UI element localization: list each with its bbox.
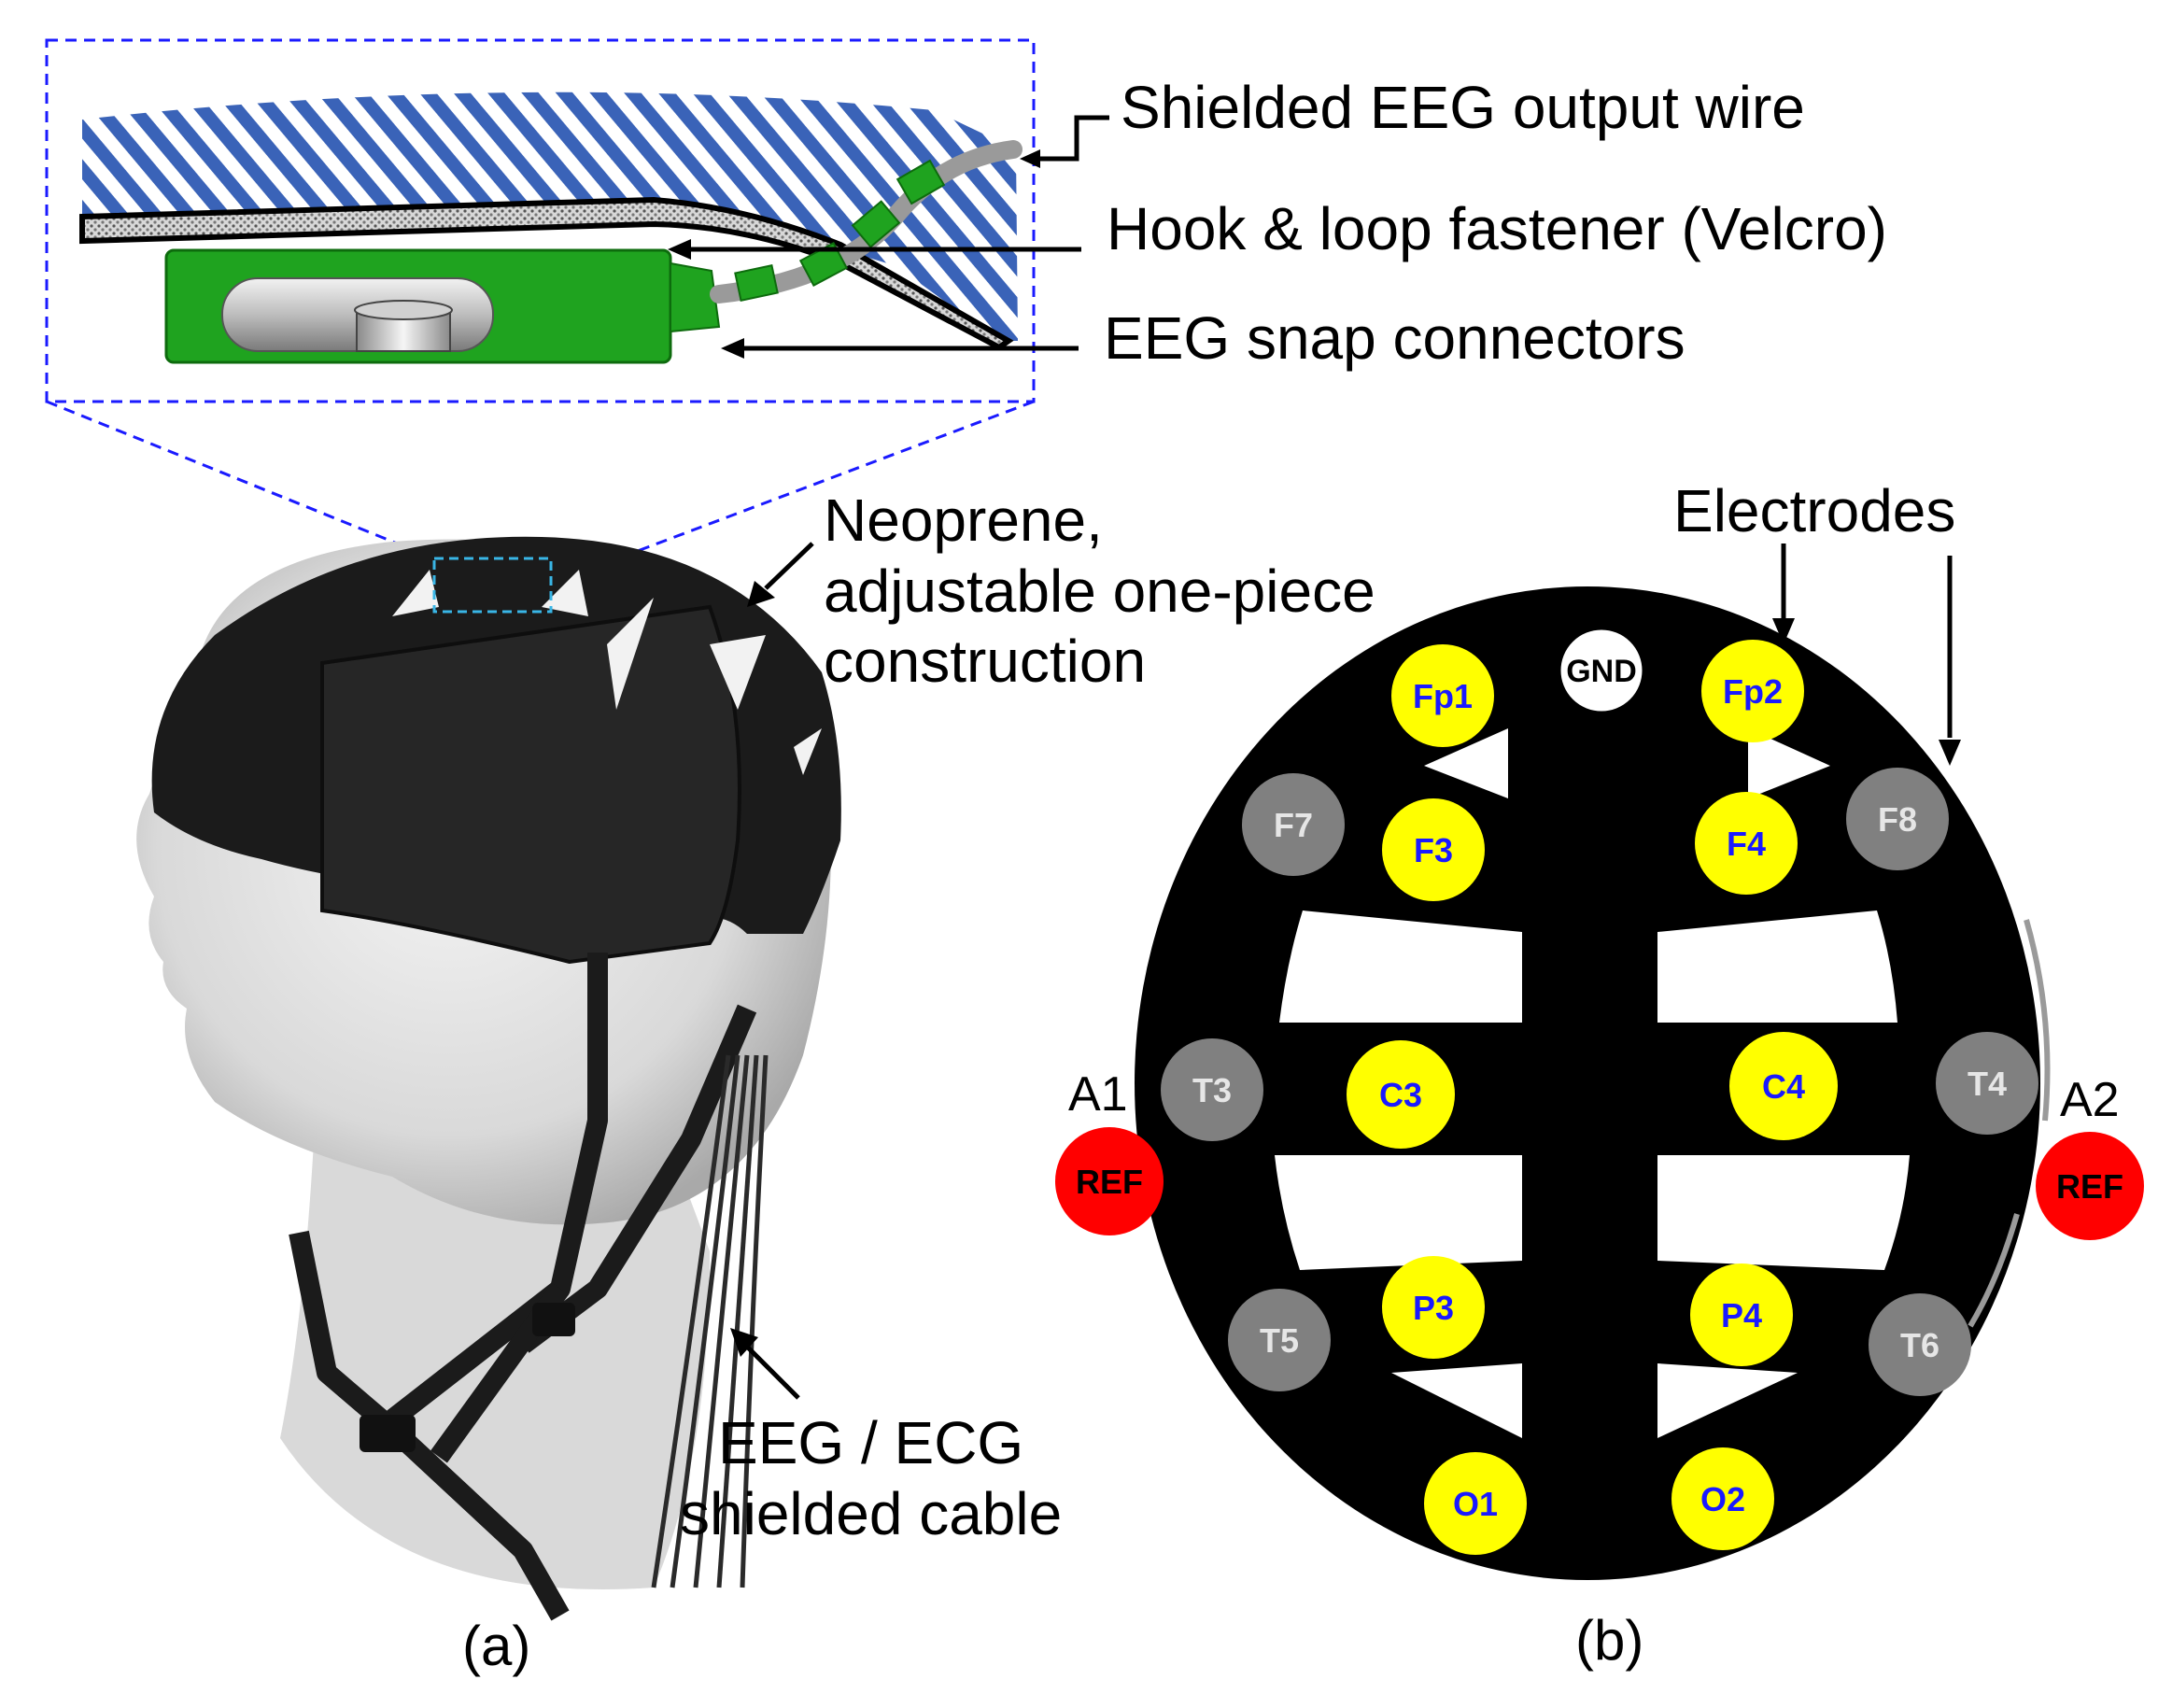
label-a1: A1 — [1068, 1067, 1128, 1122]
inset-arrowheads — [668, 149, 1040, 359]
electrode-ref-left: REF — [1055, 1127, 1164, 1235]
label-cable-description: EEG / ECG shielded cable — [680, 1408, 1062, 1549]
electrode-p4-label: P4 — [1721, 1296, 1762, 1334]
label-cap-description: Neoprene, adjustable one-piece construct… — [824, 486, 1375, 698]
label-snap-connectors: EEG snap connectors — [1104, 304, 1685, 372]
electrode-f8-label: F8 — [1878, 800, 1917, 839]
electrode-fp2: Fp2 — [1701, 640, 1804, 742]
label-velcro: Hook & loop fastener (Velcro) — [1107, 195, 1887, 262]
electrode-ref-left-label: REF — [1076, 1163, 1143, 1201]
label-cable-line-2: shielded cable — [680, 1479, 1063, 1547]
electrode-f7-label: F7 — [1274, 806, 1313, 844]
caption-b: (b) — [1575, 1609, 1644, 1672]
inset-zoom — [45, 38, 1109, 403]
electrode-t5: T5 — [1228, 1289, 1331, 1391]
electrode-f4-label: F4 — [1727, 825, 1766, 863]
electrode-p3-label: P3 — [1413, 1289, 1454, 1327]
electrode-f3: F3 — [1382, 798, 1485, 901]
electrode-t6-label: T6 — [1900, 1326, 1939, 1364]
electrode-p4: P4 — [1690, 1263, 1793, 1366]
cable-sleeves — [734, 159, 946, 303]
electrodes-arrowheads — [1772, 618, 1961, 766]
electrode-c4: C4 — [1729, 1032, 1838, 1140]
headset-arrowheads — [730, 581, 775, 1357]
electrode-t3: T3 — [1161, 1038, 1263, 1141]
electrode-o2: O2 — [1671, 1447, 1774, 1550]
inset-leaders — [682, 115, 1109, 351]
snap-cable — [710, 140, 1023, 303]
cable-bundle — [651, 1054, 769, 1588]
electrodes-pointers — [1781, 543, 1953, 738]
electrode-t4-label: T4 — [1968, 1065, 2007, 1103]
electrode-t3-label: T3 — [1192, 1071, 1232, 1109]
electrode-t4: T4 — [1936, 1032, 2038, 1135]
label-a2: A2 — [2060, 1073, 2120, 1127]
cap-cutouts — [1275, 728, 1910, 1438]
snap-boot — [670, 261, 721, 333]
electrode-map: GND Fp1 Fp2 F7 F3 F4 F8 T3 — [1055, 543, 2144, 1580]
label-cable-line-1: EEG / ECG — [718, 1409, 1024, 1476]
electrode-c3: C3 — [1347, 1040, 1455, 1149]
cap-edge-marks — [1968, 919, 2051, 1328]
electrode-c3-label: C3 — [1379, 1076, 1422, 1114]
electrode-fp1: Fp1 — [1391, 644, 1494, 747]
label-cap-line-3: construction — [824, 628, 1147, 696]
snap-stud-top — [354, 300, 453, 320]
electrode-fp1-label: Fp1 — [1413, 677, 1473, 715]
electrode-f8: F8 — [1846, 768, 1949, 870]
label-electrodes: Electrodes — [1673, 477, 1956, 544]
electrode-f7: F7 — [1242, 773, 1345, 876]
strap-buckles — [360, 1303, 575, 1452]
electrode-t6: T6 — [1869, 1293, 1971, 1396]
caption-a: (a) — [462, 1615, 531, 1677]
label-shielded-wire: Shielded EEG output wire — [1121, 74, 1805, 141]
electrode-gnd: GND — [1558, 627, 1645, 714]
electrode-t5-label: T5 — [1260, 1321, 1299, 1360]
electrode-o1: O1 — [1424, 1452, 1527, 1555]
headset-leaders — [740, 542, 814, 1400]
cap-zoom-marker — [432, 557, 553, 614]
electrode-c4-label: C4 — [1762, 1067, 1805, 1106]
cap-velcro-band — [320, 604, 741, 965]
electrode-f3-label: F3 — [1414, 831, 1453, 869]
electrode-o2-label: O2 — [1700, 1480, 1745, 1518]
inset-frame — [45, 38, 1036, 403]
headset-illustration — [136, 536, 841, 1621]
electrode-fp2-label: Fp2 — [1723, 672, 1783, 711]
cap-gaps — [392, 570, 822, 775]
electrode-o1-label: O1 — [1453, 1485, 1498, 1523]
electrode-ref-right-label: REF — [2056, 1167, 2123, 1206]
cap-outline — [1135, 586, 2040, 1580]
electrode-gnd-label: GND — [1566, 654, 1637, 689]
electrode-f4: F4 — [1695, 792, 1798, 895]
label-cap-line-1: Neoprene, — [824, 487, 1103, 554]
electrode-ref-right: REF — [2036, 1132, 2144, 1240]
label-cap-line-2: adjustable one-piece — [824, 557, 1375, 625]
electrode-p3: P3 — [1382, 1256, 1485, 1359]
